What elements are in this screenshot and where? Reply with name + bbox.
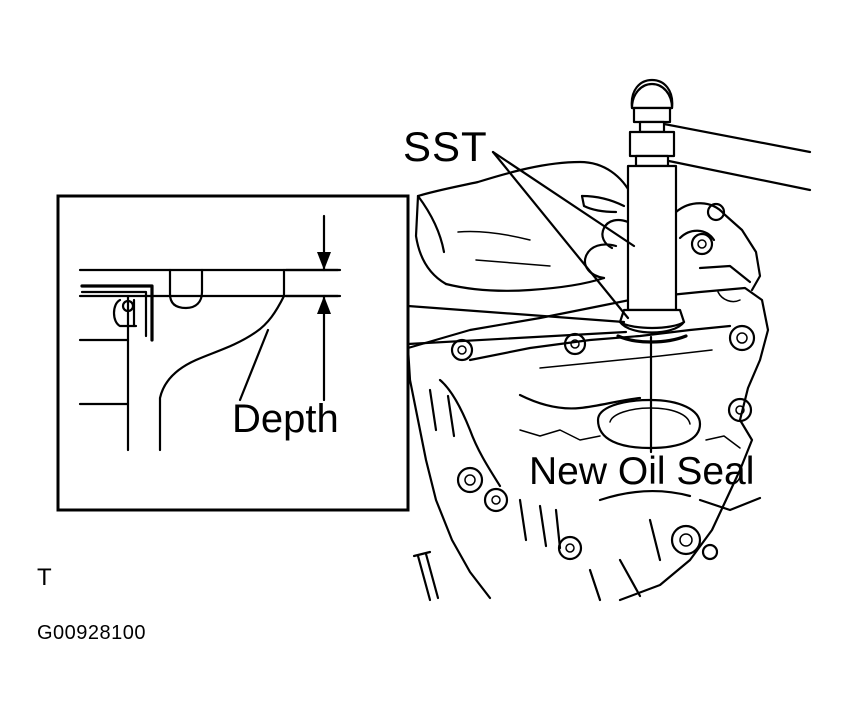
view-marker: T xyxy=(37,564,52,591)
depth-label: Depth xyxy=(232,397,339,441)
figure-id: G00928100 xyxy=(37,622,147,644)
hammer xyxy=(656,122,812,192)
new-oil-seal-label: New Oil Seal xyxy=(529,450,755,493)
detail-inset xyxy=(56,194,628,512)
leader-lines xyxy=(491,150,653,454)
engine-block xyxy=(406,202,770,602)
sst-tool xyxy=(616,78,688,344)
hand xyxy=(414,160,634,292)
sst-label: SST xyxy=(403,123,488,170)
